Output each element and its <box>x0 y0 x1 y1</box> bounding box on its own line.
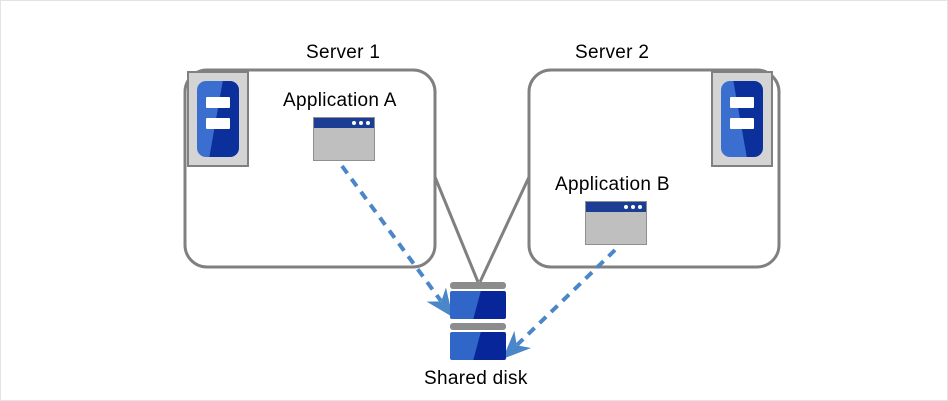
server2-machine-icon <box>711 71 773 167</box>
shared-disk-icon <box>450 282 506 362</box>
application-b-label: Application B <box>555 174 670 195</box>
application-a-window-icon <box>313 117 375 161</box>
disk-cap <box>450 282 506 289</box>
server2-to-disk-link <box>478 176 531 283</box>
server-bar <box>206 118 230 129</box>
server2-label: Server 2 <box>575 42 650 63</box>
disk-unit <box>450 282 506 319</box>
server1-boundary-box <box>183 68 437 269</box>
window-dot-icon <box>352 121 356 125</box>
shared-disk-label: Shared disk <box>424 368 528 389</box>
disk-body <box>450 291 506 319</box>
window-dot-icon <box>624 205 628 209</box>
server-chip <box>197 81 239 157</box>
window-dot-icon <box>366 121 370 125</box>
window-dot-icon <box>359 121 363 125</box>
disk-body <box>450 332 506 360</box>
server-chip <box>721 81 763 157</box>
server-bar <box>206 97 230 108</box>
server1-to-disk-link <box>433 176 480 283</box>
server1-label: Server 1 <box>306 42 381 63</box>
application-b-window-icon <box>585 201 647 245</box>
window-titlebar <box>314 118 374 128</box>
server-bar <box>730 118 754 129</box>
window-titlebar <box>586 202 646 212</box>
window-dot-icon <box>638 205 642 209</box>
application-a-label: Application A <box>283 90 397 111</box>
server1-machine-icon <box>187 71 249 167</box>
server2-boundary-box <box>527 68 781 269</box>
window-dot-icon <box>631 205 635 209</box>
server-bar <box>730 97 754 108</box>
disk-cap <box>450 323 506 330</box>
application-b-access-arrow <box>502 248 617 359</box>
application-a-access-arrow <box>340 164 453 318</box>
disk-unit <box>450 323 506 360</box>
